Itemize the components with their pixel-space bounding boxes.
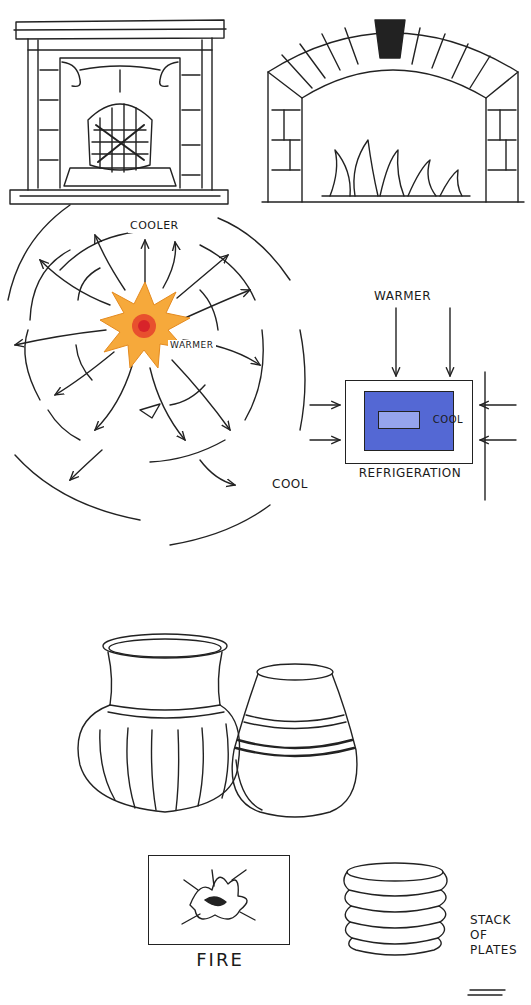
vases-sketch — [78, 634, 357, 817]
radiant-heat-sketch — [8, 205, 305, 545]
node-label: REFRIGERATION — [359, 467, 462, 481]
fire-scribble — [182, 870, 255, 924]
node-label: COOL — [433, 414, 463, 426]
fire-box: FIRE — [148, 855, 290, 945]
sketch-annotation: WARMER — [372, 290, 433, 304]
sketch-annotation: COOL — [270, 478, 310, 492]
heat-flow-arrows — [310, 308, 516, 500]
refrigeration-box: REFRIGERATIONCOOL — [345, 380, 473, 464]
sketch-annotation: WARMER — [168, 340, 216, 350]
sketch-annotation: STACK OF PLATES — [468, 913, 531, 958]
arched-fireplace-sketch — [262, 20, 524, 202]
sketch-annotation: COOLER — [128, 220, 181, 233]
heat-source-burst — [100, 282, 190, 368]
node-label: FIRE — [196, 950, 244, 971]
cool-interior-box: COOL — [378, 411, 420, 429]
fireplace-sketch — [10, 20, 228, 204]
